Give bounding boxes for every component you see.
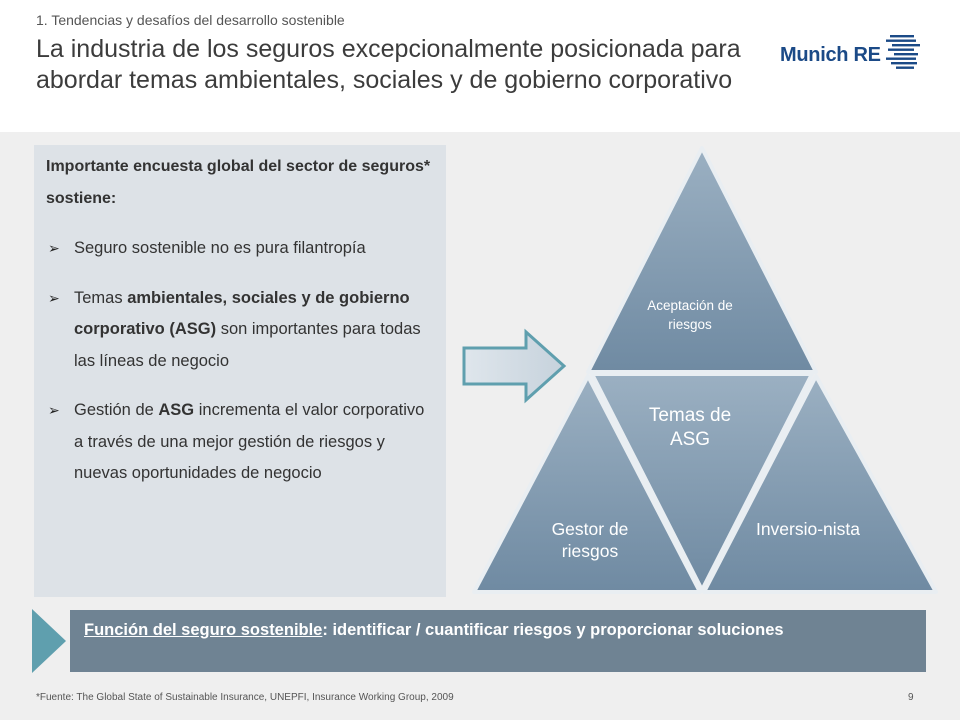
triangle-segment-right (702, 374, 938, 594)
munich-re-logo: Munich RE (780, 34, 920, 74)
triangle-label-right: Inversio-nista (755, 519, 861, 539)
triangle-segment-top (586, 146, 818, 374)
bullet-item: ➢ Gestión de ASG incrementa el valor cor… (48, 395, 438, 490)
triangle-label-center: Temas de ASG (648, 405, 732, 450)
function-banner: Función del seguro sostenible: identific… (70, 610, 926, 672)
triangle-segment-left (472, 374, 702, 594)
chevron-right-icon (32, 609, 66, 673)
triangle-segment-center (590, 372, 814, 592)
bullet-item: ➢ Seguro sostenible no es pura filantrop… (48, 233, 438, 265)
arrow-bullet-icon: ➢ (48, 402, 60, 418)
triangle-label-top: Aceptación de riesgos (647, 298, 733, 332)
function-banner-text: Función del seguro sostenible: identific… (84, 621, 784, 639)
triangle-label-left: Gestor de riesgos (551, 519, 629, 561)
section-label: 1. Tendencias y desafíos del desarrollo … (36, 12, 345, 28)
source-footnote: *Fuente: The Global State of Sustainable… (36, 692, 454, 703)
arrow-bullet-icon: ➢ (48, 240, 60, 256)
esg-triangle-diagram (472, 146, 938, 594)
slide-header: 1. Tendencias y desafíos del desarrollo … (0, 0, 960, 132)
bullet-item: ➢ Temas ambientales, sociales y de gobie… (48, 283, 438, 378)
arrow-bullet-icon: ➢ (48, 289, 60, 306)
page-number: 9 (908, 692, 914, 703)
logo-text: Munich RE (780, 44, 881, 66)
slide-title: La industria de los seguros excepcionalm… (36, 35, 741, 94)
survey-panel: Importante encuesta global del sector de… (34, 145, 446, 597)
right-arrow-icon (462, 328, 567, 404)
logo-stripes-icon (886, 35, 920, 69)
survey-heading: Importante encuesta global del sector de… (46, 158, 431, 207)
survey-bullets: ➢ Seguro sostenible no es pura filantrop… (48, 233, 438, 508)
